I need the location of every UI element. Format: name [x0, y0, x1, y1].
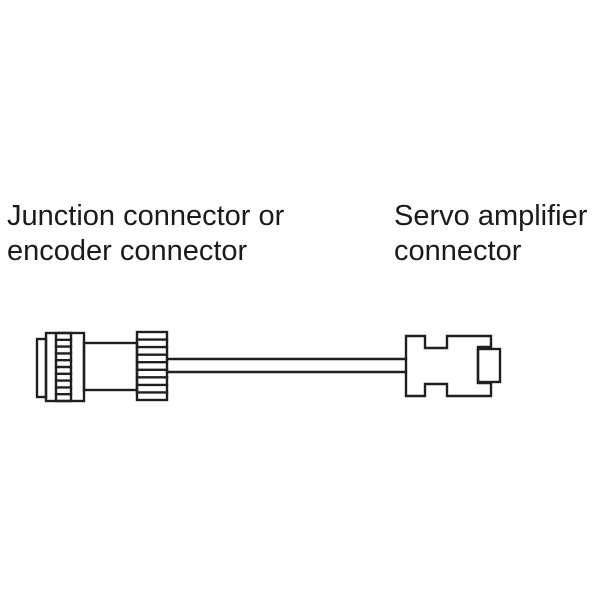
junction-connector-label: Junction connector or encoder connector — [7, 199, 284, 269]
connector-body — [82, 341, 139, 392]
cable-line — [165, 357, 408, 374]
junction-connector-label-line1: Junction connector or — [7, 200, 285, 232]
junction-connector-drawing — [35, 330, 169, 403]
cable-clamp — [135, 330, 169, 402]
knurl-band — [54, 331, 73, 403]
servo-amplifier-label: Servo amplifier connector — [394, 199, 587, 269]
junction-connector-label-line2: encoder connector — [7, 235, 248, 267]
connector-flange — [35, 337, 48, 399]
servo-amplifier-label-line2: connector — [394, 235, 522, 267]
servo-connector-tab — [476, 347, 502, 384]
servo-amplifier-label-line1: Servo amplifier — [394, 200, 588, 232]
servo-connector-drawing — [404, 334, 502, 398]
